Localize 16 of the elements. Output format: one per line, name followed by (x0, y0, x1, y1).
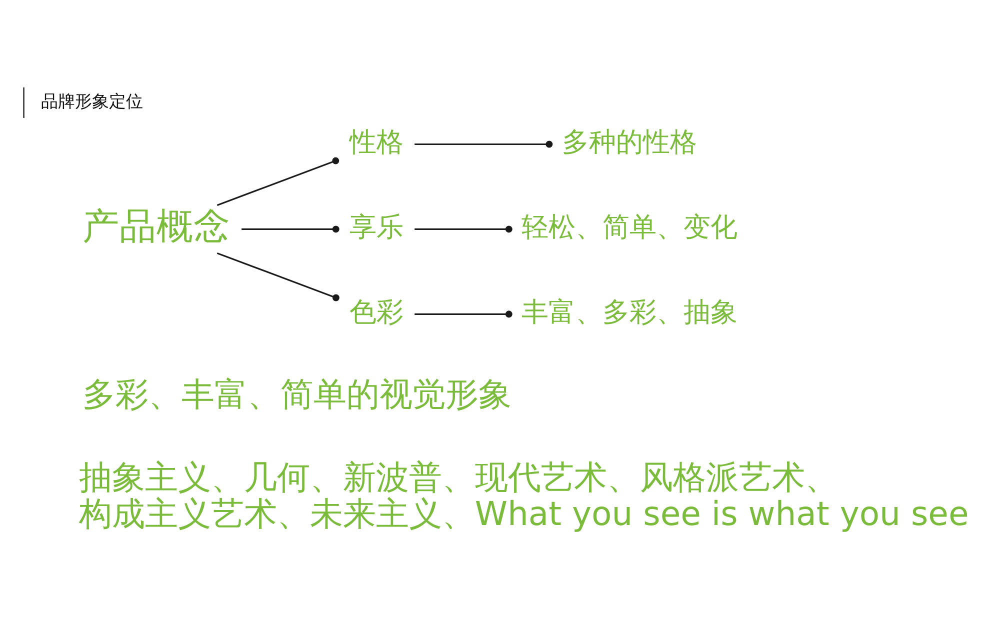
connector (414, 140, 553, 148)
connector (216, 252, 340, 301)
node-text: 轻松、简单、变化 (522, 212, 738, 243)
connector (242, 225, 340, 232)
connector (414, 225, 512, 232)
diagram-title: 品牌形象定位 (40, 92, 143, 112)
label: 抽象主义、几何、新波普、现代艺术、风格派艺术、构成主义艺术、未来主义、What you see is what you see (78, 457, 969, 533)
node-text: 性格 (350, 126, 404, 158)
node-text: 色彩 (350, 296, 404, 328)
connector (414, 310, 512, 318)
label: 多彩、丰富、简单的视觉形象 (82, 374, 512, 413)
node-text: 产品概念 (82, 204, 230, 247)
node-text: 多种的性格 (562, 126, 698, 158)
node-text: 丰富、多彩、抽象 (522, 296, 738, 328)
connector (216, 156, 340, 206)
node-text: 享乐 (350, 212, 404, 243)
